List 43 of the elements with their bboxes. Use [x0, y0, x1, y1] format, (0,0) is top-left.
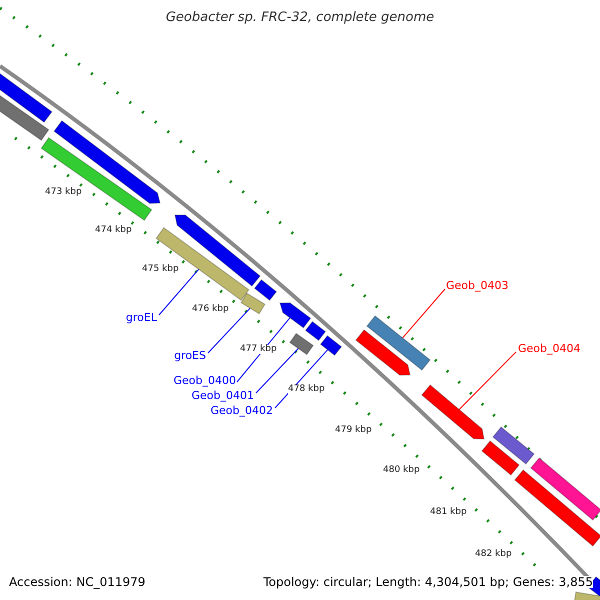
tick-label: 478 kbp: [288, 385, 325, 394]
tick-label: 477 kbp: [240, 345, 277, 354]
gene-label: Geob_0402: [210, 405, 273, 416]
gene-label: Geob_0400: [174, 375, 236, 386]
leader-line: [236, 317, 290, 382]
title: Geobacter sp. FRC-32, complete genome: [164, 11, 436, 24]
accession-text: Accession: NC_011979: [9, 576, 146, 588]
gene-bar: [481, 440, 520, 476]
gene-bar: [421, 384, 485, 440]
gene-bar: [366, 315, 431, 371]
leader-line: [256, 348, 299, 394]
tick-label: 481 kbp: [430, 508, 467, 517]
gene-bar: [574, 592, 600, 600]
tick-label: 482 kbp: [475, 550, 512, 559]
leader-line: [208, 308, 251, 354]
tick-label: 479 kbp: [335, 426, 372, 435]
gene-bar: [254, 279, 278, 301]
gene-label: Geob_0401: [192, 390, 254, 401]
gene-bar: [530, 457, 600, 521]
gene-bar: [0, 94, 50, 141]
gene-bar: [240, 292, 266, 314]
tick-label: 476 kbp: [192, 305, 229, 314]
tick-label: 474 kbp: [95, 226, 132, 235]
gene-label: groEL: [126, 312, 157, 323]
leader-line: [158, 268, 200, 316]
gene-label: Geob_0403: [446, 280, 508, 291]
gene-bar: [320, 335, 342, 356]
tick-label: 473 kbp: [45, 188, 82, 197]
gene-bar: [0, 72, 53, 123]
gene-label: groES: [174, 350, 206, 361]
gene-bar: [289, 332, 314, 356]
gene-bar: [304, 320, 326, 342]
leader-line: [402, 288, 446, 338]
gene-bar: [514, 469, 600, 547]
gene-bar: [355, 329, 411, 376]
info-text: Topology: circular; Length: 4,304,501 bp; Genes: 3,855: [263, 576, 593, 588]
tick-label: 480 kbp: [383, 466, 420, 475]
gene-bar: [492, 426, 535, 465]
gene-bar: [279, 302, 312, 328]
gene-label: Geob_0404: [518, 343, 580, 354]
gene-bar: [40, 137, 152, 221]
leader-line: [458, 352, 516, 410]
tick-label: 475 kbp: [142, 265, 179, 274]
